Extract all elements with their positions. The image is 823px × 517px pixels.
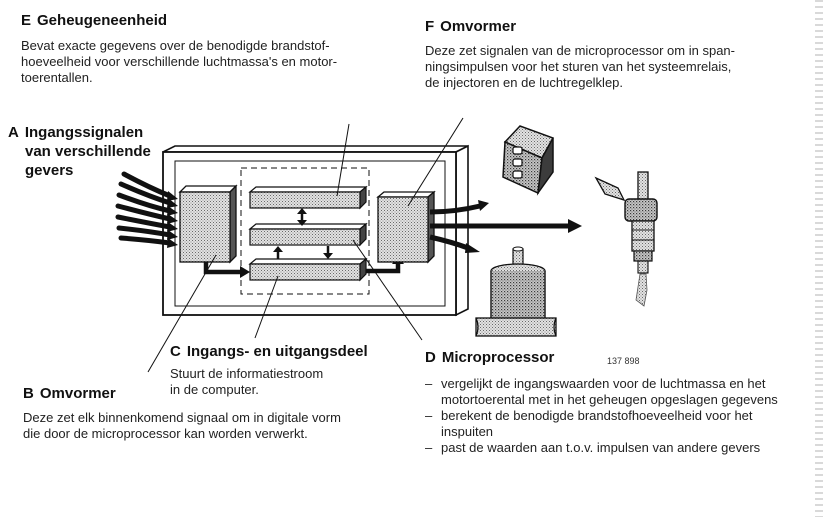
relay-icon: [502, 125, 555, 196]
label-d-item-3: past de waarden aan t.o.v. impulsen van …: [425, 440, 797, 456]
label-b-text: Deze zet elk binnenkomend signaal om in …: [23, 410, 413, 442]
label-a-letter: A: [8, 124, 19, 141]
label-f-line-1: Deze zet signalen van de microprocessor …: [425, 43, 735, 58]
label-f-line-2: ningsimpulsen voor het sturen van het sy…: [425, 59, 732, 74]
label-d: D Microprocessor vergelijkt de ingangswaa…: [425, 349, 797, 456]
label-b: B Omvormer Deze zet elk binnenkomend sign…: [23, 385, 413, 442]
label-a-line-3: gevers: [25, 162, 74, 179]
label-f-line-3: de injectoren en de luchtregelklep.: [425, 75, 624, 90]
converter-f-block: [376, 190, 436, 264]
label-e-line-1: Bevat exacte gegevens over de benodigde …: [21, 38, 330, 53]
output-signal-arrows: [429, 203, 568, 251]
memory-unit-e-block: [248, 185, 368, 210]
label-e-text: Bevat exacte gegevens over de benodigde …: [21, 38, 401, 86]
label-e-letter: E: [21, 12, 32, 29]
label-d-item-2: berekent de benodigde brandstofhoeveelhe…: [425, 408, 797, 440]
input-arrowheads: [167, 191, 178, 248]
label-d-letter: D: [425, 349, 436, 366]
label-e-title: Geheugeneenheid: [37, 12, 168, 29]
label-b-line-2: die door de microprocessor kan worden ve…: [23, 426, 308, 441]
output-arrowheads: [465, 200, 582, 253]
microprocessor-d-block: [248, 222, 368, 247]
label-f-heading: F Omvormer: [425, 18, 805, 35]
label-e: E Geheugeneenheid Bevat exacte gegevens o…: [21, 12, 401, 86]
label-c-line-1: Stuurt de informatiestroom: [170, 366, 324, 381]
injector-icon: [594, 171, 658, 307]
label-d-item-1: vergelijkt de ingangswaarden voor de luc…: [425, 376, 797, 408]
label-b-line-1: Deze zet elk binnenkomend signaal om in …: [23, 410, 341, 425]
air-valve-icon: [475, 246, 557, 337]
converter-b-block: [178, 184, 238, 264]
b-to-c-arrowhead: [240, 266, 250, 278]
bus-arrows: [273, 208, 333, 259]
input-signal-arrows: [115, 171, 173, 246]
label-f-text: Deze zet signalen van de microprocessor …: [425, 43, 805, 91]
label-a-line-1: Ingangssignalen: [24, 124, 144, 141]
label-d-title: Microprocessor: [441, 349, 555, 366]
c-to-f-arrow: [366, 264, 401, 274]
label-a-line-2: van verschillende: [25, 143, 151, 160]
label-e-heading: E Geheugeneenheid: [21, 12, 401, 29]
label-d-list: vergelijkt de ingangswaarden voor de luc…: [425, 376, 797, 456]
leader-lines: [147, 117, 464, 373]
io-part-c-block: [248, 257, 368, 282]
label-e-line-2: hoeveelheid voor verschillende luchtmass…: [21, 54, 338, 69]
label-a: A Ingangssignalen van verschillende gever…: [8, 123, 178, 180]
figure-number: 137 898: [607, 356, 640, 366]
label-c: C Ingangs- en uitgangsdeel Stuurt de info…: [170, 343, 430, 398]
label-c-line-2: in de computer.: [170, 382, 259, 397]
label-a-heading: A Ingangssignalen van verschillende gever…: [8, 123, 178, 180]
label-f-letter: F: [425, 18, 435, 35]
label-b-heading: B Omvormer: [23, 385, 413, 402]
label-b-letter: B: [23, 385, 34, 402]
label-c-heading: C Ingangs- en uitgangsdeel: [170, 343, 430, 360]
label-f: F Omvormer Deze zet signalen van de micro…: [425, 18, 805, 91]
label-e-line-3: toerentallen.: [21, 70, 93, 85]
label-c-text: Stuurt de informatiestroom in de compute…: [170, 366, 430, 398]
page-edge: [815, 0, 823, 517]
label-c-letter: C: [170, 343, 181, 360]
label-c-title: Ingangs- en uitgangsdeel: [186, 343, 368, 360]
label-f-title: Omvormer: [440, 18, 517, 35]
label-b-title: Omvormer: [39, 385, 116, 402]
label-d-heading: D Microprocessor: [425, 349, 797, 366]
